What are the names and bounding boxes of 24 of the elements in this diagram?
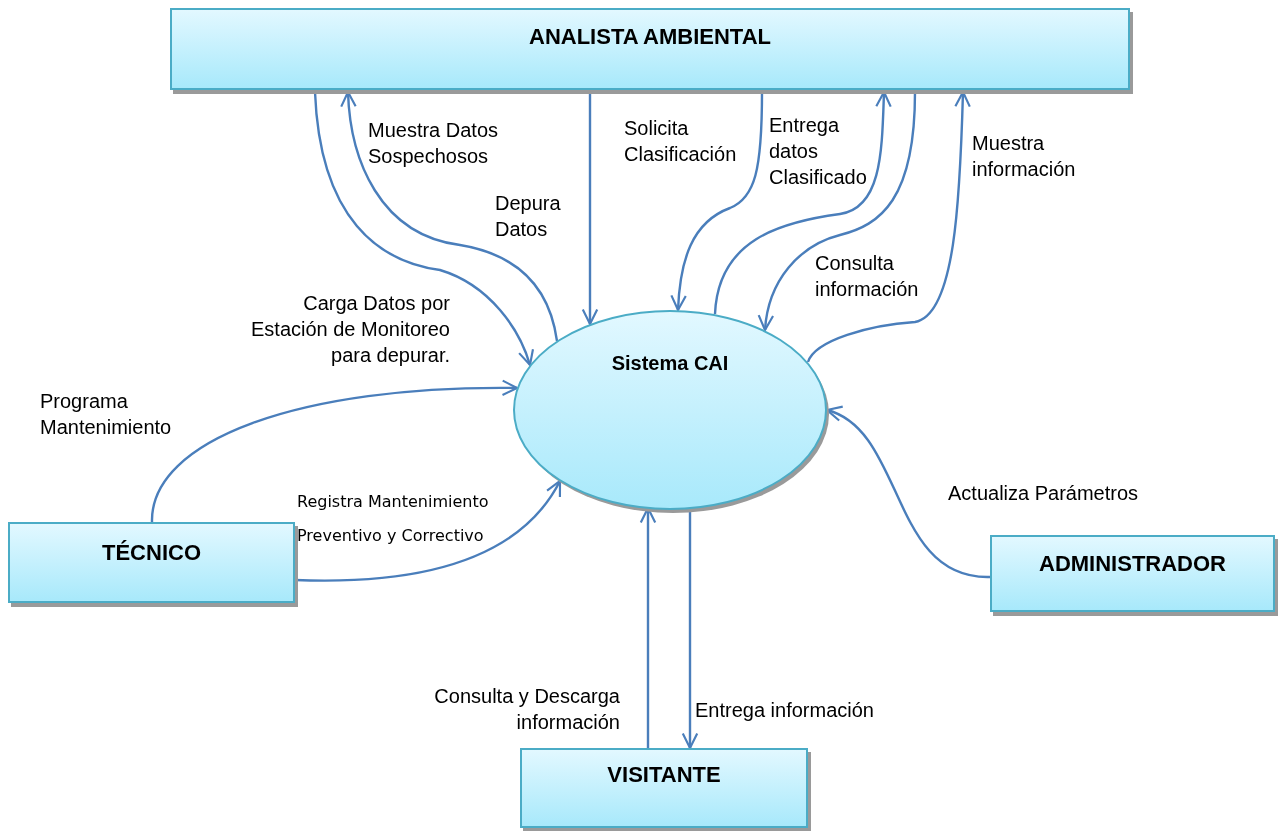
process-label: Sistema CAI [610,352,730,375]
edge-label: Entrega información [695,698,875,723]
entity-label: ADMINISTRADOR [1038,551,1227,577]
external-entity-box [520,748,808,828]
edge-label: Muestra Datos Sospechosos [368,118,500,169]
edge-label: Registra Mantenimiento Preventivo y Correctivo [297,491,490,547]
edge-label: Entrega datos Clasificado [769,113,868,190]
data-flow-arrow [670,92,764,312]
entity-label: VISITANTE [606,762,722,788]
process-ellipse [513,310,827,510]
entity-label: TÉCNICO [101,540,202,566]
data-flow-arrow [150,379,519,523]
edge-label: Solicita Clasificación [624,116,738,167]
edge-label: Consulta y Descarga información [433,684,620,735]
data-flow-arrow [581,92,599,326]
edge-label: Muestra información [972,131,1077,182]
edge-label: Consulta información [815,251,920,302]
edge-label: Depura Datos [495,191,562,242]
data-flow-arrow [758,91,917,332]
edge-label: Actualiza Parámetros [948,481,1140,506]
edge-label: Programa Mantenimiento [40,389,173,440]
entity-label: ANALISTA AMBIENTAL [528,24,772,50]
data-flow-arrow [313,91,534,367]
edge-label: Carga Datos por Estación de Monitoreo para depurar. [250,291,450,368]
